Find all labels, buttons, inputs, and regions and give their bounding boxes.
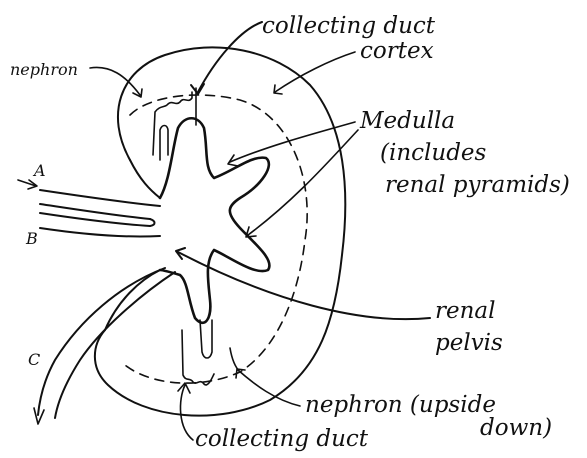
arrow-a: [18, 180, 37, 189]
arrow-collecting-duct-bottom: [178, 383, 193, 440]
arrow-nephron-top: [90, 67, 142, 97]
vessel-a-upper: [40, 190, 160, 206]
label-a: A: [32, 161, 46, 180]
arrow-cortex: [274, 52, 355, 94]
label-c: C: [28, 350, 40, 369]
nephron-bottom-loop: [200, 320, 212, 358]
renal-pelvis-shape: [160, 118, 269, 323]
label-nephron-top: nephron: [10, 60, 78, 79]
label-collecting-duct-bottom: collecting duct: [195, 426, 369, 452]
arrow-medulla-lower: [246, 130, 358, 237]
arrow-medulla-upper: [228, 122, 355, 166]
arrow-collecting-duct-top: [191, 22, 262, 94]
label-nephron-upside: nephron (upside: [305, 392, 496, 418]
label-pelvis: pelvis: [435, 330, 503, 356]
ureter-left: [38, 268, 165, 415]
vessel-a-lower: [40, 204, 150, 219]
vessel-join: [150, 219, 155, 226]
label-medulla: Medulla: [359, 108, 455, 134]
vessel-b-upper: [40, 213, 150, 226]
arrow-renal-pelvis: [176, 248, 430, 319]
label-renal-pyramids: renal pyramids): [385, 172, 570, 198]
ureter-right: [55, 272, 175, 418]
kidney-outline: [95, 47, 345, 415]
label-b: B: [25, 229, 38, 248]
nephron-top: [153, 92, 192, 155]
label-includes: (includes: [380, 140, 487, 166]
label-cortex: cortex: [360, 38, 434, 64]
label-renal: renal: [435, 298, 496, 324]
vessel-b-lower: [40, 228, 160, 237]
cortex-medulla-boundary: [125, 95, 307, 383]
label-down: down): [480, 415, 552, 441]
label-collecting-duct-top: collecting duct: [262, 13, 436, 39]
hilum-edge-upper: [130, 160, 160, 198]
nephron-top-loop: [160, 126, 168, 161]
